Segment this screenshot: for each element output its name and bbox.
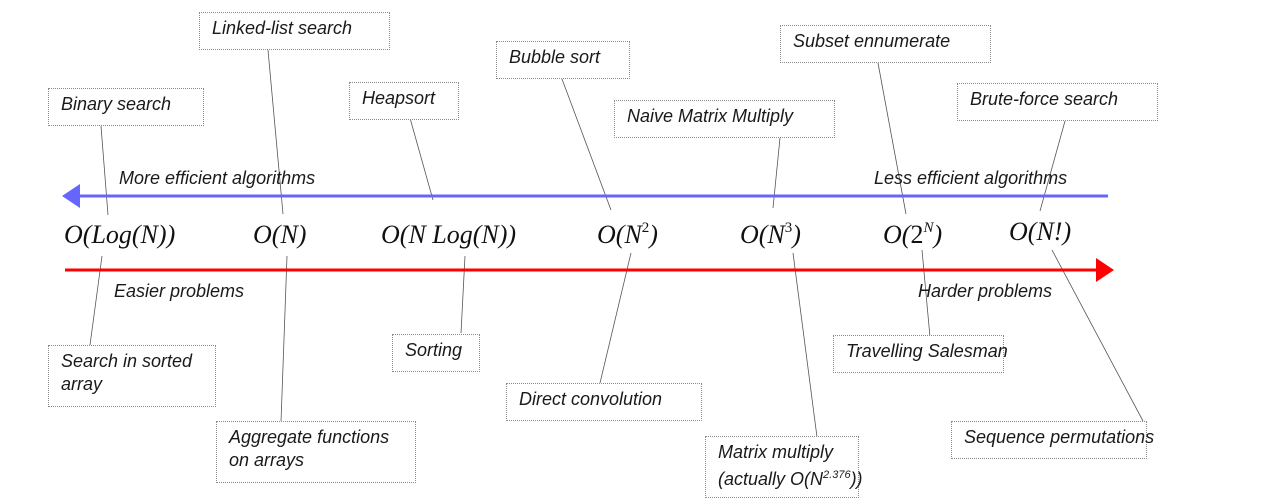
connector-aggregate-functions [280,255,288,423]
complexity-2-to-n: O(2N) [883,220,943,249]
complexity-log-n: O(Log(N)) [64,220,176,249]
connector-linked-list-search [267,49,284,215]
complexity-n-cubed: O(N3) [740,220,801,249]
harder-problems-label: Harder problems [918,281,1053,301]
difficulty-arrowhead-icon [1096,258,1114,282]
connector-binary-search [100,125,109,216]
complexity-n: O(N) [253,220,307,249]
connector-heapsort [409,117,434,201]
efficiency-arrowhead-icon [62,184,80,208]
algorithm-box-heapsort: Heapsort [349,82,459,120]
more-efficient-label: More efficient algorithms [119,168,316,188]
less-efficient-label: Less efficient algorithms [874,168,1068,188]
algorithm-box-bubble-sort: Bubble sort [496,41,630,79]
complexity-n-squared: O(N2) [597,220,658,249]
complexity-n-log-n: O(N Log(N)) [381,220,517,249]
easier-problems-label: Easier problems [114,281,245,301]
connector-bubble-sort [561,78,612,211]
algorithm-box-linked-list-search: Linked-list search [199,12,390,50]
problem-box-sorting: Sorting [392,334,480,372]
complexity-n-factorial: O(N!) [1009,217,1072,246]
connector-sequence-permutations [1051,249,1144,422]
algorithm-box-brute-force-search: Brute-force search [957,83,1158,121]
connector-travelling-salesman [921,249,931,338]
algorithm-box-naive-matrix-multiply: Naive Matrix Multiply [614,100,835,138]
problem-box-direct-convolution: Direct convolution [506,383,702,421]
problem-box-sequence-permutations: Sequence permutations [951,421,1154,459]
connector-matrix-multiply [792,252,818,438]
problem-box-travelling-salesman: Travelling Salesman [833,335,1008,373]
algorithm-box-subset-ennumerate: Subset ennumerate [780,25,991,63]
algorithm-box-binary-search: Binary search [48,88,204,126]
connector-subset-ennumerate [877,62,907,215]
connector-direct-convolution [599,252,632,384]
connector-sorting [460,255,466,334]
problem-box-matrix-multiply: Matrix multiply(actually O(N2.376)) [705,436,863,498]
